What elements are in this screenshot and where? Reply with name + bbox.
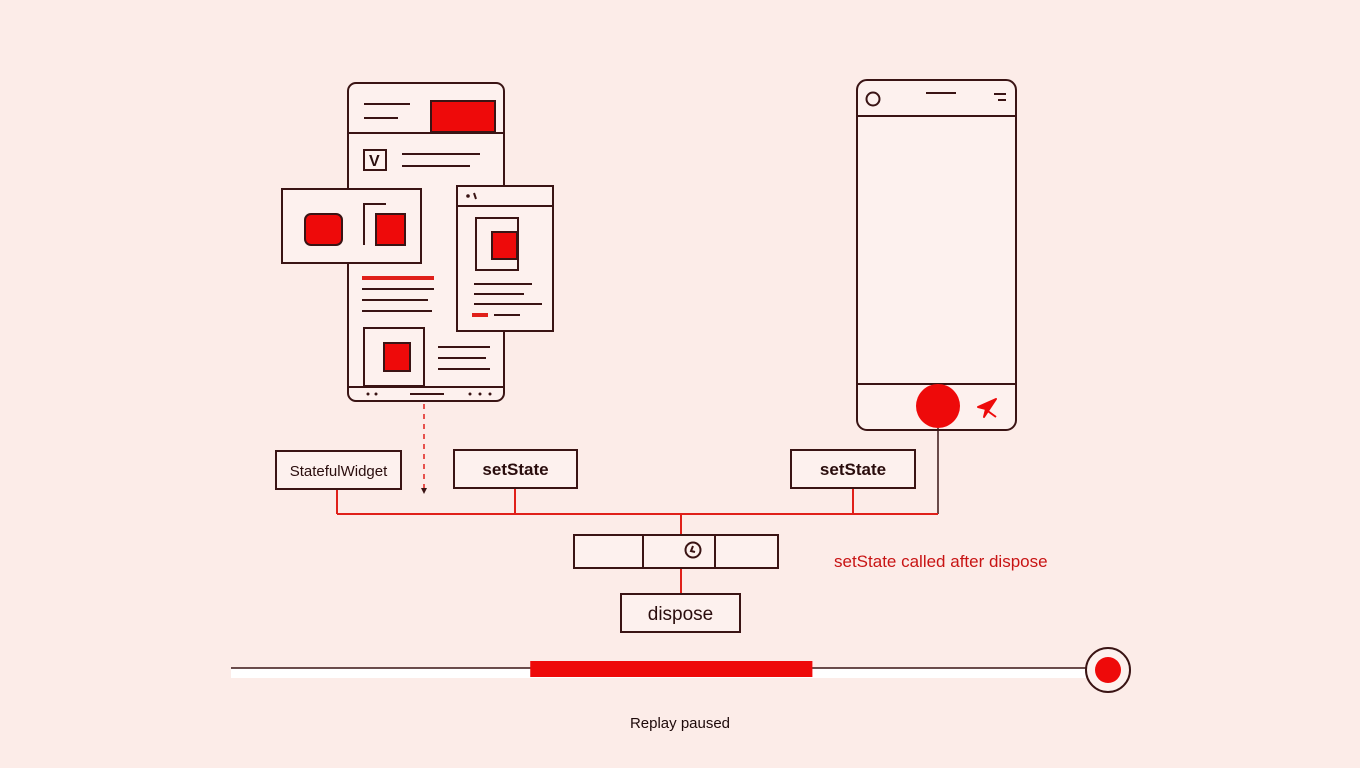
lifecycle-connector: [573, 534, 779, 569]
replay-timeline[interactable]: [231, 647, 1131, 693]
red-dot-button-icon[interactable]: [916, 384, 960, 428]
stateful-widget-label: StatefulWidget: [290, 463, 388, 480]
camera-dot-icon: [865, 91, 881, 107]
clock-icon: [684, 541, 702, 559]
connection-bus: [336, 488, 938, 594]
dispose-node[interactable]: dispose: [620, 593, 741, 633]
phone-mockup: [856, 79, 1017, 431]
timeline-highlight-segment[interactable]: [530, 661, 813, 677]
image-placeholder: [383, 342, 411, 372]
header-red-block: [430, 100, 496, 133]
set-state-left-label: setState: [482, 460, 548, 479]
set-state-right-node[interactable]: setState: [790, 449, 916, 489]
web-mockup: V: [347, 82, 505, 402]
stateful-widget-node[interactable]: StatefulWidget: [275, 450, 402, 490]
arrow-cursor-icon[interactable]: [977, 398, 997, 418]
record-dot-icon[interactable]: [1085, 647, 1131, 693]
replay-status: Replay paused: [629, 715, 731, 732]
mockup-glyph: V: [369, 153, 380, 170]
floating-card-right: [456, 185, 554, 332]
error-annotation: setState called after dispose: [834, 552, 1048, 571]
set-state-left-node[interactable]: setState: [453, 449, 578, 489]
floating-card-left: [281, 188, 422, 264]
set-state-right-label: setState: [820, 460, 886, 479]
dispose-label: dispose: [648, 604, 714, 625]
